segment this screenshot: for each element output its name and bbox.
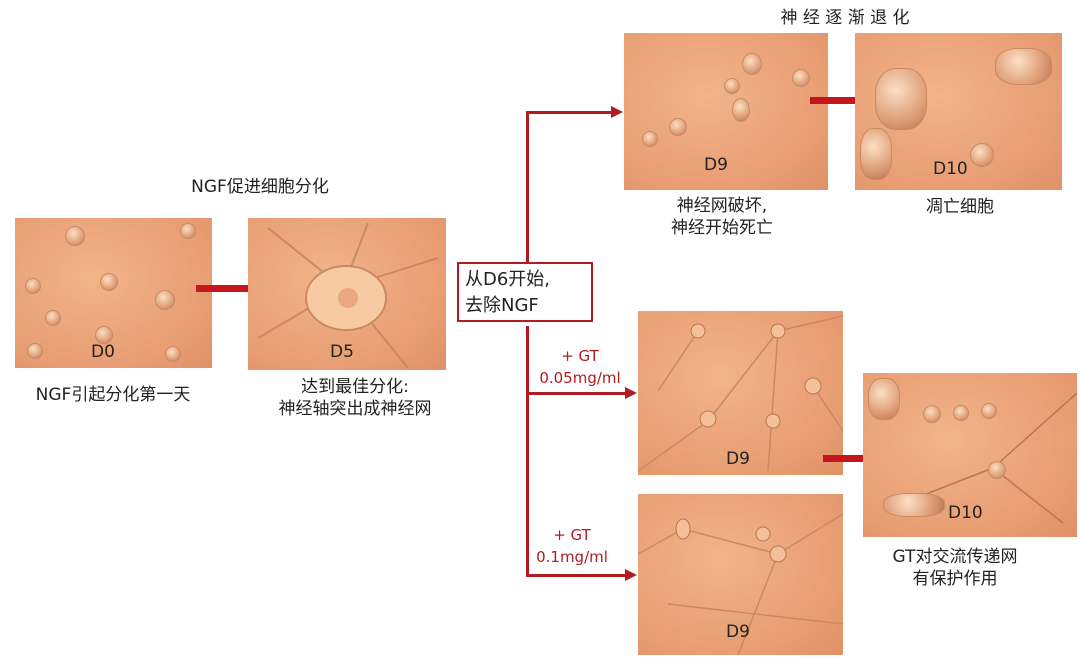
branch-line-top — [526, 111, 529, 262]
image-d5: D5 — [248, 218, 446, 370]
title-ngf-promotes: NGF促进细胞分化 — [191, 177, 329, 197]
caption-d10-top: 凋亡细胞 — [926, 197, 994, 217]
label-d9-top: D9 — [704, 155, 728, 175]
title-degeneration: 神 经 逐 渐 退 化 — [780, 8, 910, 28]
image-d9-bottom: D9 — [638, 494, 843, 655]
image-d9-top: D9 — [624, 33, 828, 190]
label-d5: D5 — [330, 342, 354, 362]
caption-d10-right: GT对交流传递网有保护作用 — [892, 547, 1018, 589]
image-d10-top: D10 — [855, 33, 1062, 190]
caption-d9-top: 神经网破坏,神经开始死亡 — [671, 196, 773, 238]
image-d10-right: D10 — [863, 373, 1077, 537]
label-d9-mid: D9 — [726, 449, 750, 469]
image-d9-mid: D9 — [638, 311, 843, 475]
remove-ngf-box: 从D6开始,去除NGF — [457, 262, 593, 322]
image-d0: D0 — [15, 218, 212, 368]
caption-d0: NGF引起分化第一天 — [35, 385, 191, 405]
branch-line-bottom — [526, 326, 529, 577]
label-d0: D0 — [91, 342, 115, 362]
arrow-to-d9-mid — [526, 392, 626, 395]
label-d10-right: D10 — [948, 503, 983, 523]
caption-d5: 达到最佳分化:神经轴突出成神经网 — [278, 377, 432, 419]
arrow-to-d9-top — [526, 111, 612, 114]
label-d10-top: D10 — [933, 159, 968, 179]
label-d9-bottom: D9 — [726, 622, 750, 642]
arrow-to-d9-bottom — [526, 574, 626, 577]
